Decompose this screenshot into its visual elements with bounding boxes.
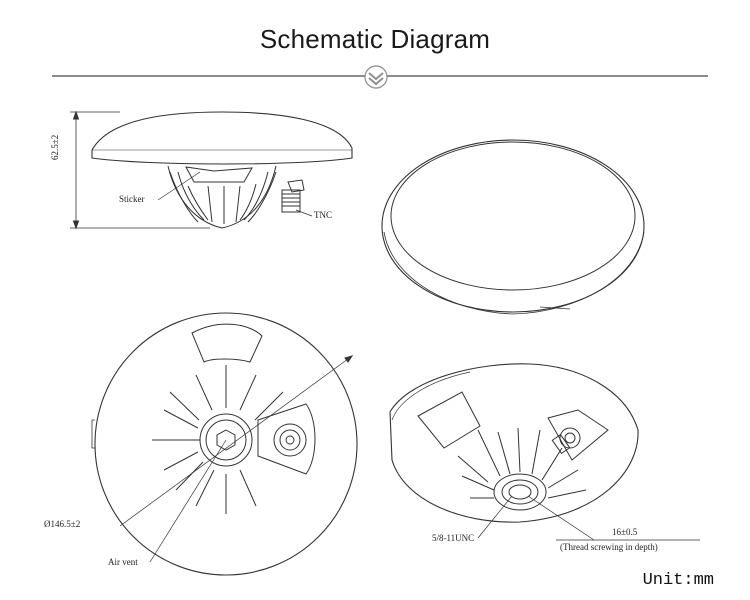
unit-label: Unit:mm — [642, 571, 714, 590]
air-vent-label: Air vent — [108, 557, 138, 567]
sticker-label: Sticker — [119, 194, 145, 204]
chevron-down-icon — [368, 72, 384, 86]
perspective-bottom-view — [389, 363, 700, 541]
thread-depth-value-label: 16±0.5 — [612, 527, 638, 537]
page-title: Schematic Diagram — [259, 24, 491, 54]
thread-unc-label: 5/8-11UNC — [432, 533, 475, 543]
tnc-label: TNC — [314, 210, 332, 220]
side-view — [70, 110, 353, 230]
bottom-view — [91, 312, 358, 576]
header-divider — [52, 65, 708, 89]
perspective-top-view — [381, 139, 645, 315]
thread-depth-note-label: (Thread screwing in depth) — [560, 542, 658, 552]
diameter-label: Ø146.5±2 — [44, 519, 81, 529]
height-dimension-label: 62.5±2 — [50, 134, 60, 160]
